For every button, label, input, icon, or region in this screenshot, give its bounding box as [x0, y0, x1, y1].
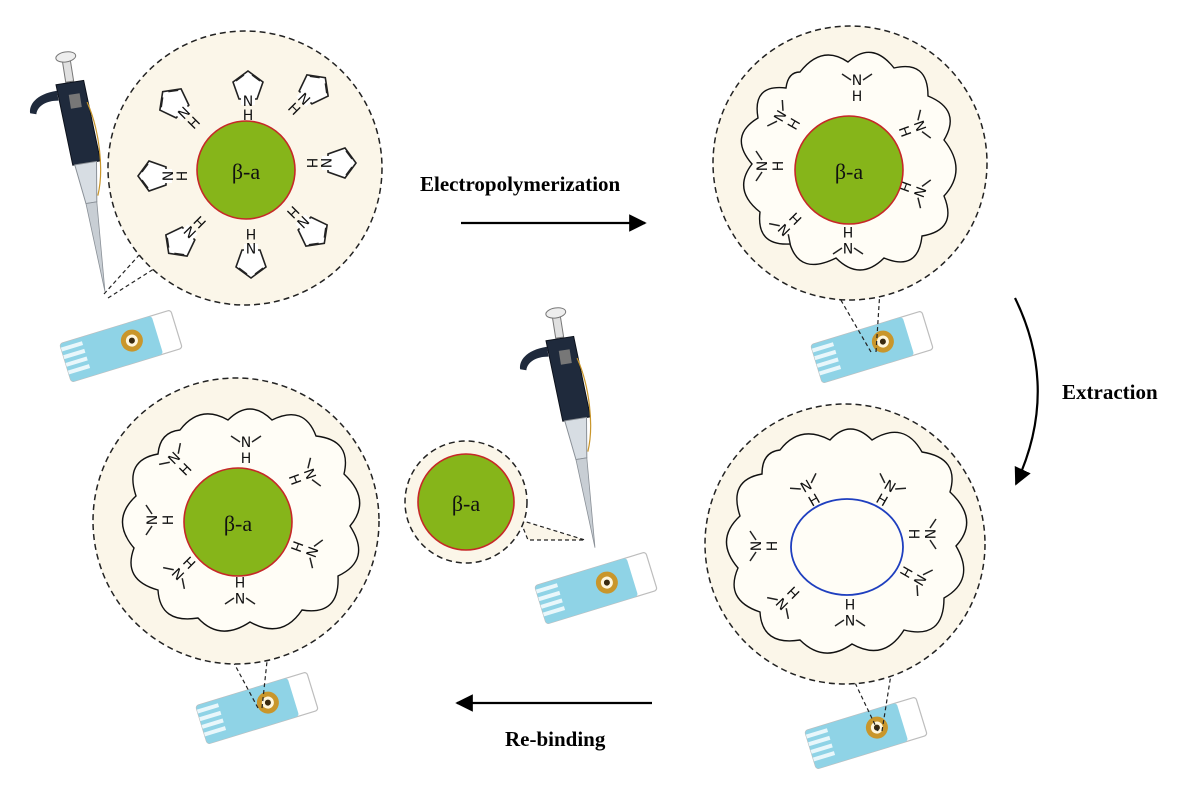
template-label: β-a — [232, 159, 261, 184]
pipette-1 — [20, 48, 123, 300]
step-label-extraction: Extraction — [1062, 380, 1158, 404]
zoom-line — [261, 651, 269, 709]
pipette-2 — [510, 304, 613, 556]
template-label: β-a — [835, 159, 864, 184]
step-label-rebinding: Re-binding — [505, 727, 606, 751]
arrow-extraction — [1014, 297, 1039, 486]
panel-polymerized: β-a — [712, 25, 988, 384]
electrode-2 — [810, 310, 934, 384]
panel-template-addition: β-a — [404, 304, 658, 625]
electrode-3 — [804, 696, 928, 770]
bubble-tail — [518, 519, 586, 541]
zoom-line — [875, 289, 881, 353]
step-label-electropolymerization: Electropolymerization — [420, 172, 621, 196]
template-molecule — [183, 467, 293, 577]
panel-extracted — [704, 403, 986, 770]
panel-rebound: β-a — [92, 377, 380, 745]
panel-template-monomers: β-a — [20, 30, 383, 383]
template-molecule — [794, 115, 904, 225]
electrode-4 — [195, 671, 319, 745]
electrode-1 — [59, 309, 183, 383]
template-label: β-a — [224, 511, 253, 536]
template-label: β-a — [452, 491, 481, 516]
template-molecule — [196, 120, 296, 220]
electrode-5 — [534, 551, 658, 625]
imprinted-cavity — [790, 498, 904, 596]
template-molecule — [417, 453, 515, 551]
zoom-line — [881, 667, 893, 732]
